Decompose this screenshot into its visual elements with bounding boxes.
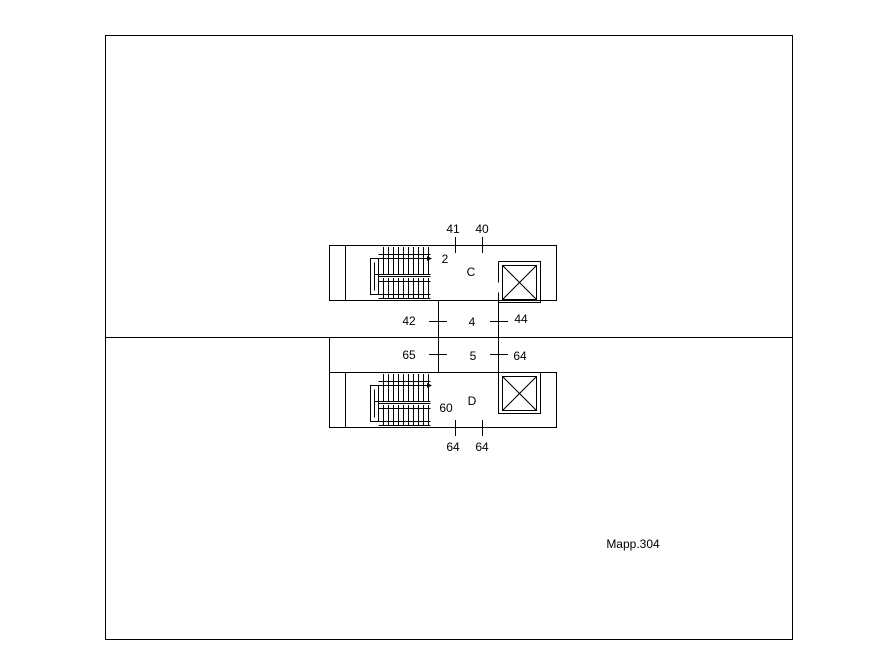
staircase-icon [370,374,432,426]
block-c-letter: C [467,265,476,279]
label-41: 41 [446,222,460,236]
block-c: 41 40 2 C [329,222,557,372]
block-c-inner-wall [438,300,499,372]
corridor-lower-number: 5 [470,349,477,363]
block-d: 60 D 64 64 [329,372,557,454]
parcel-label: Mapp.304 [606,537,660,551]
label-44: 44 [514,312,528,326]
corridor-upper-number: 4 [469,315,476,329]
label-64-bottom-left: 64 [446,440,460,454]
block-d-outline [329,372,557,428]
label-64-right: 64 [513,349,527,363]
elevator-icon [498,261,541,372]
label-65: 65 [402,348,416,362]
corridor: 42 4 44 65 5 64 [329,312,528,373]
staircase-icon [370,247,432,299]
block-d-letter: D [468,394,477,408]
block-c-number: 2 [442,252,449,266]
label-42: 42 [402,314,416,328]
elevator-icon [498,372,541,414]
block-d-number: 60 [439,401,453,415]
label-64-bottom-right: 64 [475,440,489,454]
label-40: 40 [475,222,489,236]
